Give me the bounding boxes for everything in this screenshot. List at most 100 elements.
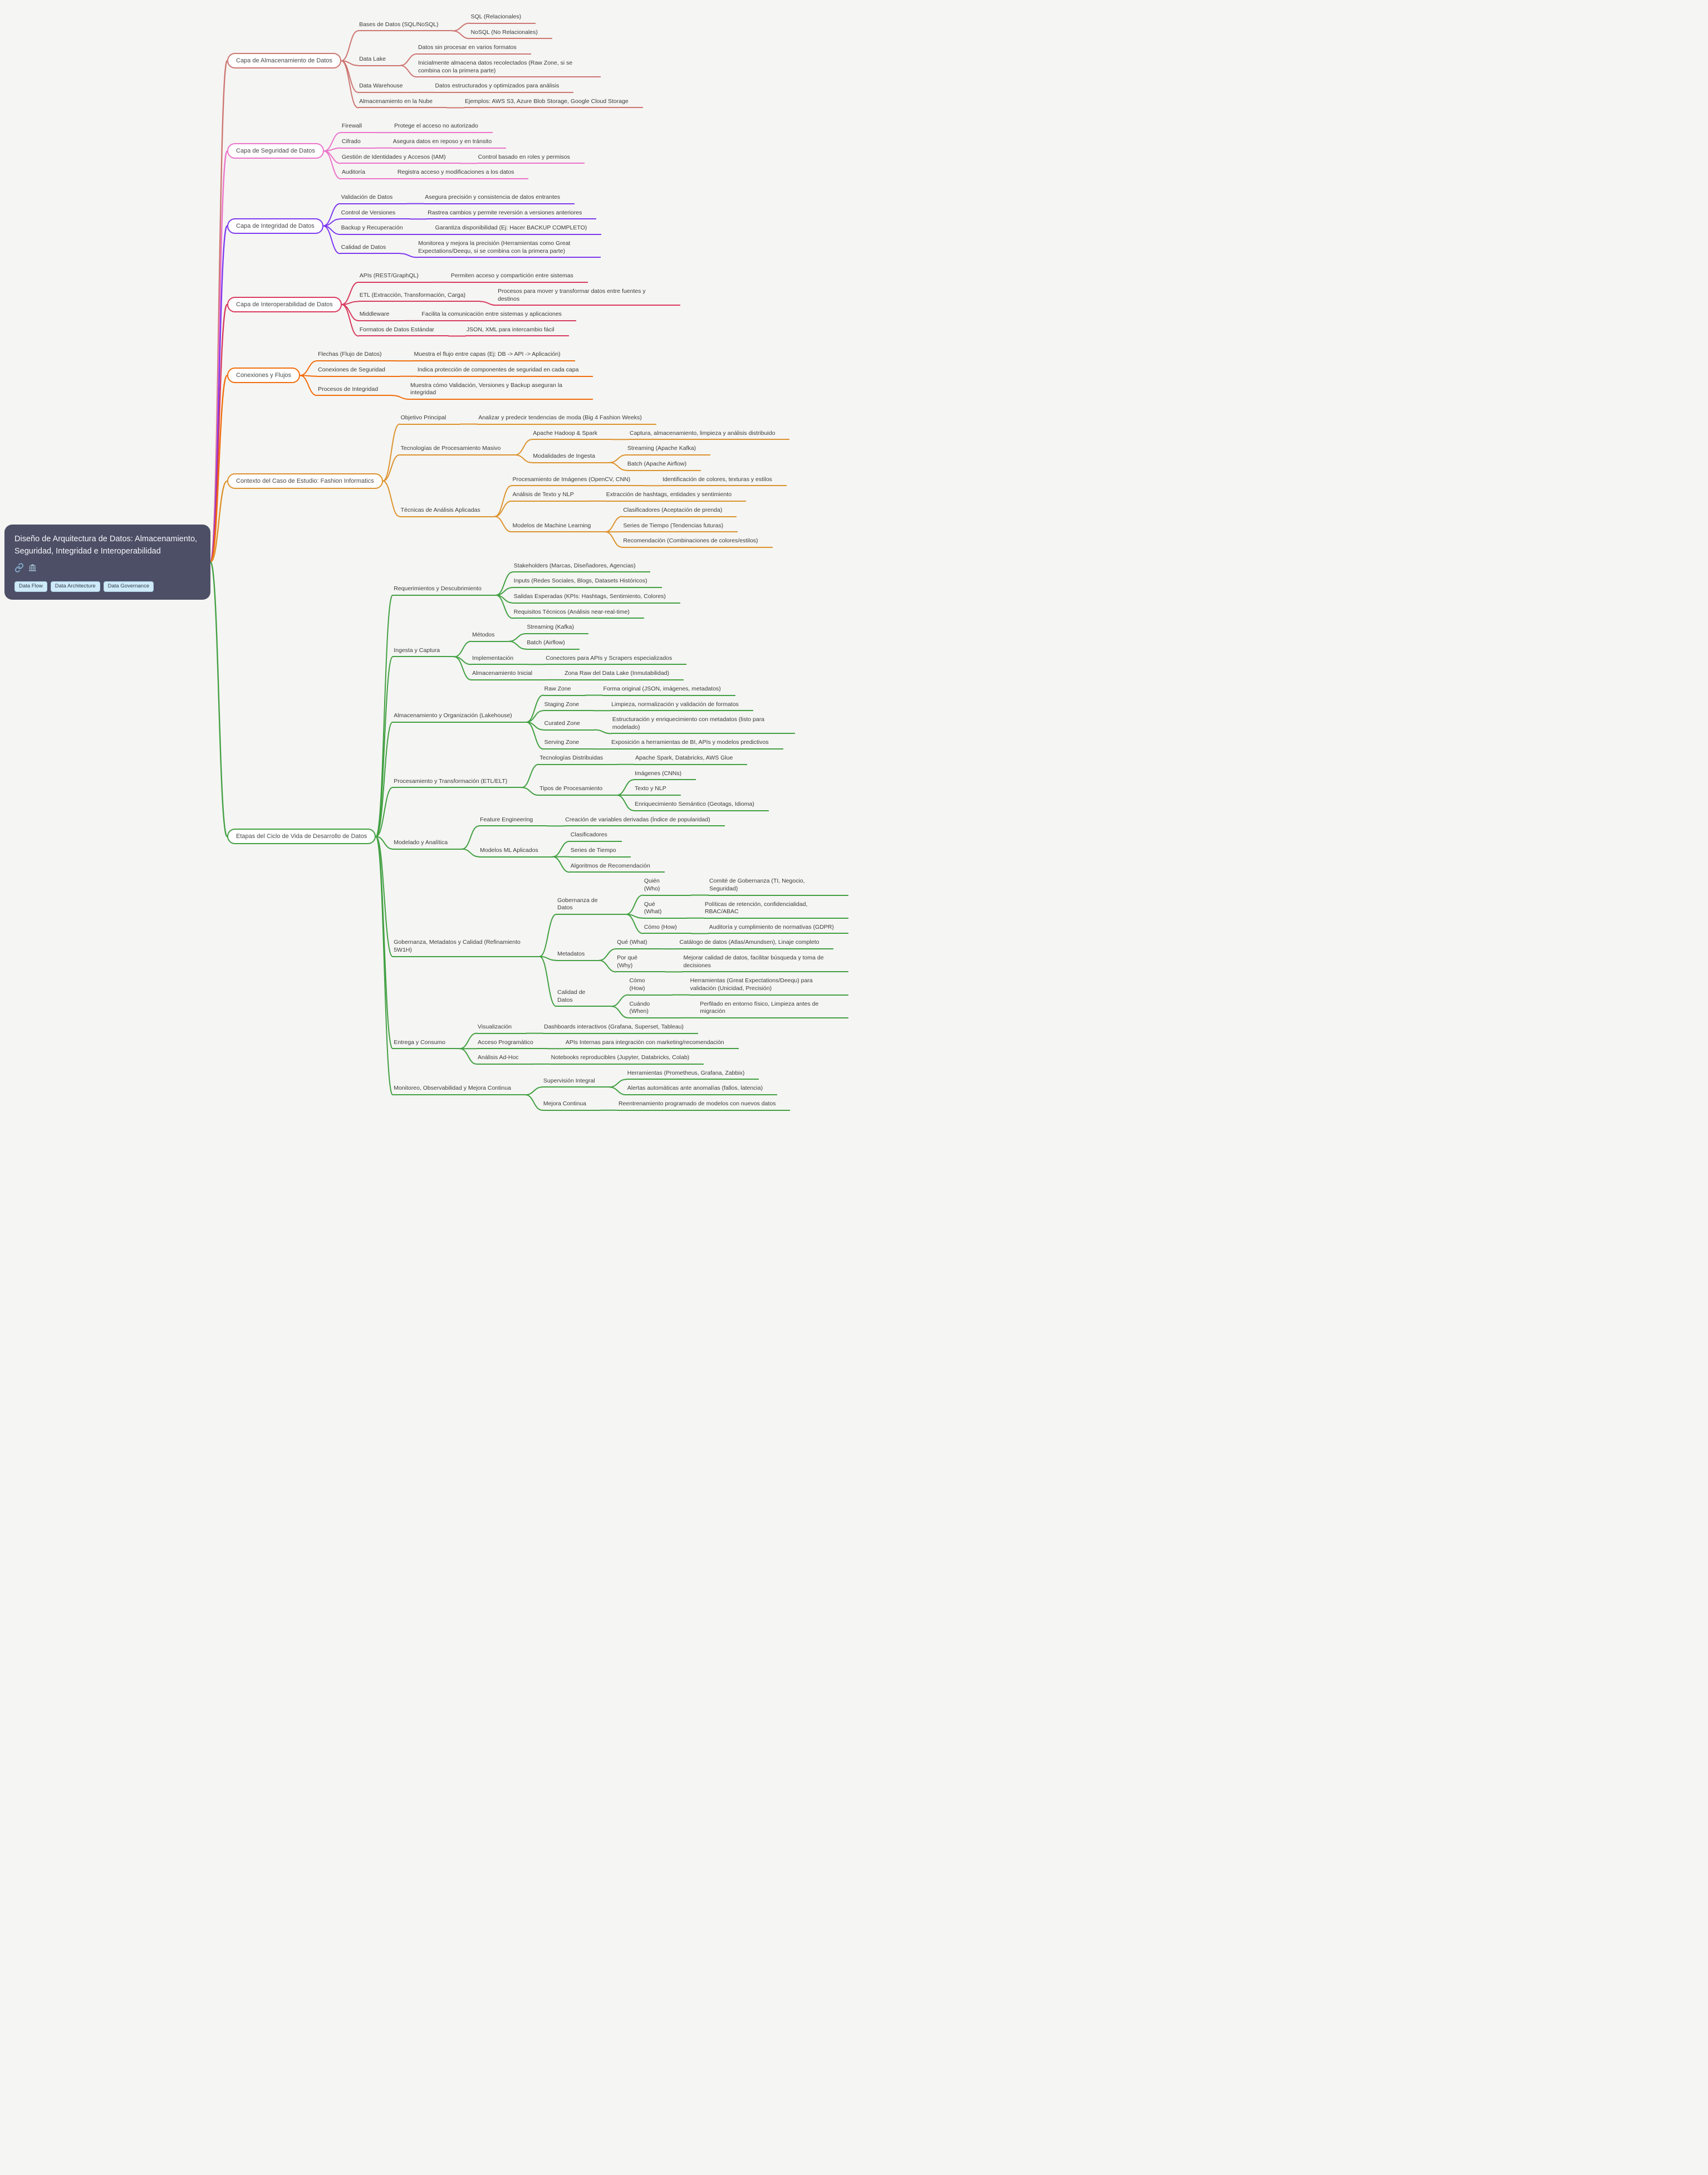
mindmap-node[interactable]: Texto y NLP (634, 785, 681, 796)
mindmap-node[interactable]: Data Warehouse (358, 82, 418, 93)
branch-node[interactable]: Etapas del Ciclo de Vida de Desarrollo d… (227, 829, 376, 845)
mindmap-node[interactable]: Ingesta y Captura (392, 647, 455, 658)
mindmap-node[interactable]: Requisitos Técnicos (Análisis near-real-… (512, 609, 644, 619)
mindmap-node[interactable]: Muestra el flujo entre capas (Ej: DB -> … (413, 351, 575, 362)
mindmap-node[interactable]: Monitorea y mejora la precisión (Herrami… (417, 240, 601, 258)
mindmap-node[interactable]: Feature Engineering (479, 816, 548, 827)
mindmap-node[interactable]: Catálogo de datos (Atlas/Amundsen), Lina… (678, 939, 834, 950)
mindmap-node[interactable]: Control basado en roles y permisos (477, 154, 585, 164)
mindmap-node[interactable]: Streaming (Apache Kafka) (626, 445, 711, 455)
mindmap-node[interactable]: Enriquecimiento Semántico (Geotags, Idio… (634, 801, 769, 811)
mindmap-node[interactable]: Tipos de Procesamiento (538, 785, 617, 796)
mindmap-node[interactable]: Staging Zone (543, 701, 594, 712)
branch-node[interactable]: Conexiones y Flujos (227, 368, 301, 384)
mindmap-node[interactable]: Implementación (471, 655, 528, 665)
mindmap-node[interactable]: Dashboards interactivos (Grafana, Supers… (543, 1023, 698, 1034)
branch-node[interactable]: Capa de Almacenamiento de Datos (227, 53, 342, 69)
mindmap-node[interactable]: Extracción de hashtags, entidades y sent… (605, 491, 747, 502)
mindmap-node[interactable]: Por qué (Why) (616, 954, 666, 973)
mindmap-node[interactable]: Validación de Datos (340, 194, 408, 204)
mindmap-node[interactable]: Calidad de Datos (340, 244, 401, 254)
mindmap-node[interactable]: Técnicas de Análisis Aplicadas (399, 507, 495, 517)
mindmap-node[interactable]: Data Lake (358, 56, 400, 66)
mindmap-node[interactable]: Clasificadores (569, 831, 622, 842)
mindmap-node[interactable]: Herramientas (Great Expectations/Deequ) … (689, 977, 848, 996)
mindmap-node[interactable]: Auditoría (340, 169, 380, 180)
mindmap-node[interactable]: Curated Zone (543, 720, 595, 731)
mindmap-node[interactable]: Firewall (340, 123, 377, 134)
mindmap-node[interactable]: Limpieza, normalización y validación de … (610, 701, 753, 712)
mindmap-node[interactable]: Batch (Airflow) (526, 639, 580, 650)
mindmap-node[interactable]: Procesamiento y Transformación (ETL/ELT) (392, 778, 522, 788)
mindmap-node[interactable]: Comité de Gobernanza (TI, Negocio, Segur… (708, 878, 848, 896)
mindmap-node[interactable]: Inputs (Redes Sociales, Blogs, Datasets … (512, 577, 662, 589)
mindmap-node[interactable]: APIs Internas para integración con marke… (564, 1039, 739, 1050)
link-icon[interactable] (14, 563, 24, 575)
mindmap-node[interactable]: Ejemplos: AWS S3, Azure Blob Storage, Go… (463, 98, 643, 109)
mindmap-node[interactable]: Cifrado (340, 138, 375, 149)
mindmap-node[interactable]: Tecnologías de Procesamiento Masivo (399, 445, 516, 455)
mindmap-node[interactable]: Streaming (Kafka) (526, 624, 589, 634)
mindmap-node[interactable]: Análisis Ad-Hoc (477, 1054, 533, 1065)
mindmap-node[interactable]: Gobernanza, Metadatos y Calidad (Refinam… (392, 939, 540, 957)
branch-node[interactable]: Capa de Interoperabilidad de Datos (227, 296, 342, 312)
mindmap-node[interactable]: Políticas de retención, confidencialidad… (703, 901, 848, 919)
mindmap-node[interactable]: Estructuración y enriquecimiento con met… (611, 716, 795, 734)
mindmap-node[interactable]: Gobernanza de Datos (556, 897, 626, 915)
mindmap-node[interactable]: Bases de Datos (SQL/NoSQL) (358, 21, 453, 32)
mindmap-node[interactable]: Objetivo Principal (399, 414, 461, 425)
mindmap-node[interactable]: Metadatos (556, 951, 600, 961)
mindmap-node[interactable]: Formatos de Datos Estándar (358, 326, 449, 337)
mindmap-node[interactable]: Garantiza disponibilidad (Ej: Hacer BACK… (434, 224, 602, 235)
mindmap-node[interactable]: Tecnologías Distribuidas (538, 755, 618, 765)
mindmap-node[interactable]: Monitoreo, Observabilidad y Mejora Conti… (392, 1085, 526, 1096)
mindmap-node[interactable]: Backup y Recuperación (340, 224, 418, 235)
mindmap-node[interactable]: Recomendación (Combinaciones de colores/… (622, 537, 773, 548)
mindmap-node[interactable]: Forma original (JSON, imágenes, metadato… (602, 685, 735, 696)
mindmap-node[interactable]: Calidad de Datos (556, 989, 612, 1007)
mindmap-node[interactable]: Raw Zone (543, 685, 586, 696)
mindmap-node[interactable]: Series de Tiempo (569, 847, 631, 858)
mindmap-node[interactable]: Registra acceso y modificaciones a los d… (396, 169, 529, 180)
mindmap-node[interactable]: Gestión de Identidades y Accesos (IAM) (340, 154, 460, 164)
mindmap-node[interactable]: Datos estructurados y optimizados para a… (434, 82, 574, 93)
mindmap-node[interactable]: Imágenes (CNNs) (634, 770, 696, 781)
mindmap-node[interactable]: Cuándo (When) (628, 1001, 683, 1018)
mindmap-node[interactable]: Batch (Apache Airflow) (626, 461, 701, 471)
mindmap-node[interactable]: Asegura datos en reposo y en tránsito (391, 138, 507, 149)
mindmap-node[interactable]: Stakeholders (Marcas, Diseñadores, Agenc… (512, 562, 650, 573)
mindmap-node[interactable]: Algoritmos de Recomendación (569, 863, 665, 873)
mindmap-node[interactable]: Métodos (471, 631, 509, 642)
mindmap-node[interactable]: Apache Hadoop & Spark (532, 430, 612, 440)
mindmap-node[interactable]: JSON, XML para intercambio fácil (465, 326, 569, 337)
mindmap-node[interactable]: Inicialmente almacena datos recolectados… (416, 60, 601, 78)
mindmap-node[interactable]: APIs (REST/GraphQL) (358, 272, 433, 283)
root-node[interactable]: Diseño de Arquitectura de Datos: Almacen… (4, 524, 210, 600)
mindmap-node[interactable]: Conexiones de Seguridad (317, 366, 400, 377)
mindmap-node[interactable]: Identificación de colores, texturas y es… (661, 476, 787, 487)
mindmap-node[interactable]: Flechas (Flujo de Datos) (317, 351, 396, 362)
mindmap-node[interactable]: Alertas automáticas ante anomalías (fall… (626, 1085, 778, 1096)
mindmap-node[interactable]: Quién (Who) (642, 878, 691, 896)
mindmap-node[interactable]: Modalidades de Ingesta (532, 453, 610, 463)
mindmap-node[interactable]: Apache Spark, Databricks, AWS Glue (634, 755, 748, 765)
mindmap-node[interactable]: Procesos de Integridad (317, 386, 393, 396)
mindmap-node[interactable]: Auditoría y cumplimiento de normativas (… (708, 924, 848, 934)
branch-node[interactable]: Contexto del Caso de Estudio: Fashion In… (227, 473, 383, 489)
mindmap-node[interactable]: Salidas Esperadas (KPIs: Hashtags, Senti… (512, 593, 680, 604)
mindmap-node[interactable]: Modelos ML Aplicados (479, 847, 553, 858)
mindmap-node[interactable]: Visualización (477, 1023, 527, 1034)
mindmap-node[interactable]: Entrega y Consumo (392, 1039, 460, 1050)
mindmap-node[interactable]: Cómo (How) (642, 924, 691, 934)
mindmap-node[interactable]: Procesos para mover y transformar datos … (497, 288, 681, 306)
mindmap-node[interactable]: Conectores para APIs y Scrapers especial… (544, 655, 687, 665)
mindmap-node[interactable]: Indica protección de componentes de segu… (416, 366, 593, 377)
mindmap-node[interactable]: Facilita la comunicación entre sistemas … (420, 311, 576, 321)
mindmap-node[interactable]: Acceso Programático (477, 1039, 548, 1050)
mindmap-node[interactable]: Modelado y Analítica (392, 839, 463, 850)
mindmap-node[interactable]: Mejora Continua (542, 1100, 601, 1111)
mindmap-node[interactable]: Requerimientos y Descubrimiento (392, 585, 496, 596)
mindmap-node[interactable]: NoSQL (No Relacionales) (469, 29, 552, 40)
mindmap-node[interactable]: Serving Zone (543, 739, 594, 750)
mindmap-node[interactable]: ETL (Extracción, Transformación, Carga) (358, 292, 480, 302)
